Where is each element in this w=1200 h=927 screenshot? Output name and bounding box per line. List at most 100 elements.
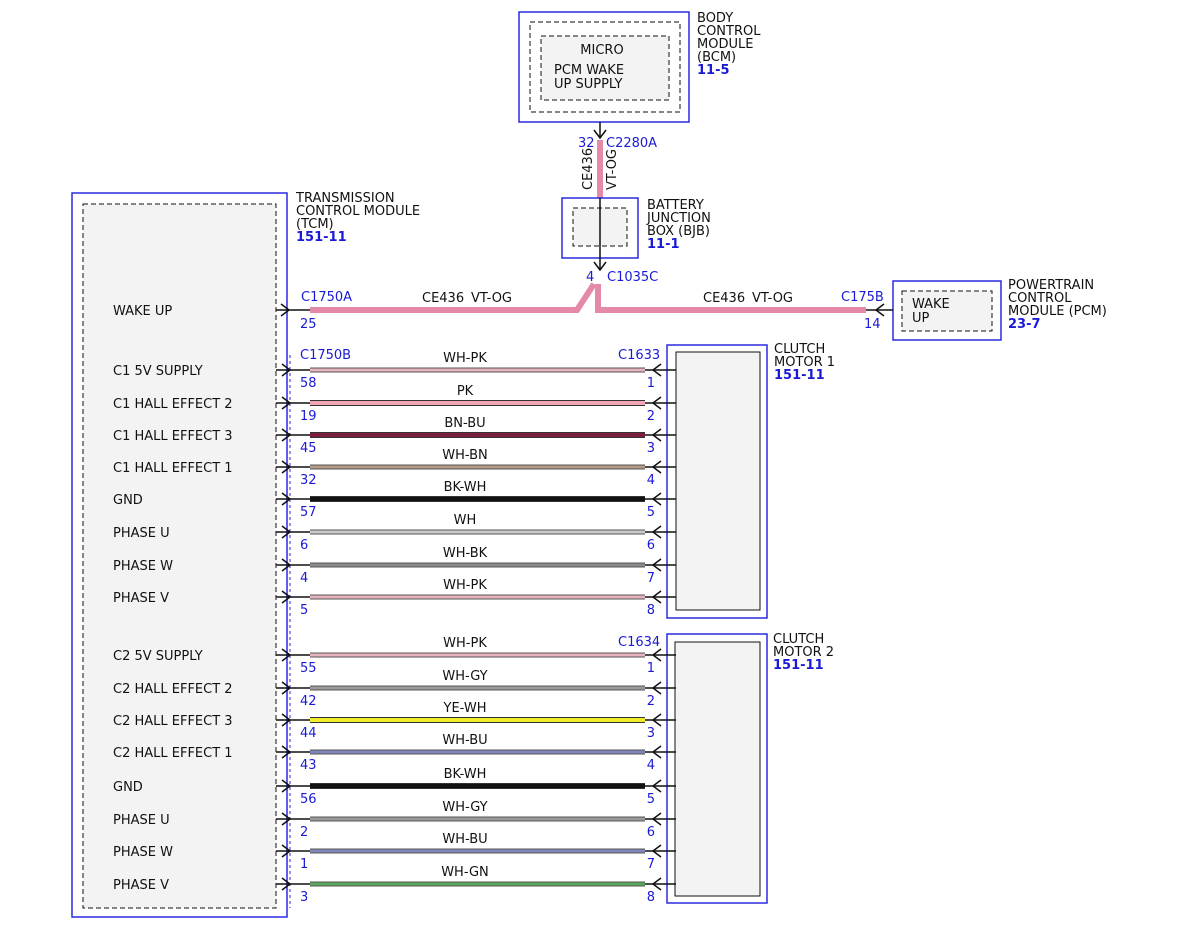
bjb-title-2: JUNCTION: [646, 211, 711, 226]
vertical-wire-circuit: CE436: [581, 148, 596, 190]
bcm-inner-title: MICRO: [580, 43, 623, 58]
motor2-title-1: CLUTCH: [773, 632, 824, 647]
motor2-tcm-arrow-icon-2: [281, 681, 292, 695]
clutch-motor-2-module[interactable]: [666, 633, 768, 904]
motor2-motor-arrow-icon-6: [651, 812, 662, 826]
motor2-motor-pin-5: 5: [647, 792, 655, 807]
motor1-wire-color-5: BK-WH: [444, 480, 487, 495]
motor2-label-6: PHASE U: [113, 813, 170, 828]
bcm-title-1: BODY: [697, 11, 733, 26]
motor2-wire-color-4: WH-BU: [442, 733, 487, 748]
tcm-ref-link[interactable]: 151-11: [296, 230, 347, 245]
motor1-label-5: GND: [113, 493, 143, 508]
motor1-motor-pin-7: 7: [647, 571, 655, 586]
motor1-wire-color-7: WH-BK: [443, 546, 488, 561]
motor2-tcm-arrow-icon-4: [281, 745, 292, 759]
motor1-motor-pin-2: 2: [647, 409, 655, 424]
motor1-wire-color-8: WH-PK: [443, 578, 487, 593]
motor1-wire-color-4: WH-BN: [442, 448, 488, 463]
wire-wake-right[interactable]: [595, 284, 866, 313]
pcm-arrow-icon: [874, 303, 885, 317]
motor2-tcm-pin-4: 43: [300, 758, 317, 773]
motor1-motor-pin-3: 3: [647, 441, 655, 456]
motor2-motor-pin-7: 7: [647, 857, 655, 872]
tcm-title-1: TRANSMISSION: [295, 191, 395, 206]
motor2-label-2: C2 HALL EFFECT 2: [113, 682, 233, 697]
motor1-motor-arrow-icon-6: [651, 525, 662, 539]
motor1-wire-color-3: BN-BU: [444, 416, 485, 431]
motor1-label-1: C1 5V SUPPLY: [113, 364, 203, 379]
wake-left-circuit: CE436: [422, 291, 464, 306]
tcm-wake-connector: C1750A: [301, 290, 352, 305]
motor2-tcm-pin-5: 56: [300, 792, 317, 807]
motor2-motor-pin-1: 1: [647, 661, 655, 676]
motor1-tcm-arrow-icon-8: [281, 590, 292, 604]
motor1-motor-arrow-icon-8: [651, 590, 662, 604]
wake-left-color: VT-OG: [471, 291, 512, 306]
motor1-motor-pin-6: 6: [647, 538, 655, 553]
motor1-motor-arrow-icon-3: [651, 428, 662, 442]
bjb-ref-link[interactable]: 11-1: [647, 237, 680, 252]
motor2-wire-color-2: WH-GY: [442, 669, 487, 684]
motor2-wire-color-8: WH-GN: [441, 865, 489, 880]
motor2-motor-pin-8: 8: [647, 890, 655, 905]
motor1-ref-link[interactable]: 151-11: [774, 368, 825, 383]
motor2-tcm-pin-3: 44: [300, 726, 317, 741]
clutch-motor-1-module[interactable]: [666, 344, 768, 619]
motor2-motor-arrow-icon-3: [651, 713, 662, 727]
motor1-title-1: CLUTCH: [774, 342, 825, 357]
motor2-tcm-pin-1: 55: [300, 661, 317, 676]
motor2-tcm-pin-8: 3: [300, 890, 308, 905]
motor2-wire-color-3: YE-WH: [443, 701, 487, 716]
motor2-tcm-pin-6: 2: [300, 825, 308, 840]
motor2-wire-color-7: WH-BU: [442, 832, 487, 847]
bcm-inner-line-1: PCM WAKE: [554, 63, 624, 78]
motor2-label-5: GND: [113, 780, 143, 795]
tcm-title-2: CONTROL MODULE: [296, 204, 420, 219]
motor1-motor-pin-1: 1: [647, 376, 655, 391]
pcm-title-3: MODULE (PCM): [1008, 304, 1107, 319]
motor1-tcm-arrow-icon-1: [281, 363, 292, 377]
motor1-tcm-pin-8: 5: [300, 603, 308, 618]
pcm-ref-link[interactable]: 23-7: [1008, 317, 1041, 332]
motor1-tcm-arrow-icon-6: [281, 525, 292, 539]
bjb-arrow-icon: [593, 261, 607, 272]
motor1-wire-color-2: PK: [457, 384, 474, 399]
motor1-tcm-arrow-icon-7: [281, 558, 292, 572]
motor2-tcm-arrow-icon-7: [281, 844, 292, 858]
motor2-label-8: PHASE V: [113, 878, 169, 893]
pcm-connector: C175B: [841, 290, 884, 305]
wire-wake-left[interactable]: [310, 282, 597, 313]
tcm-wake-pin: 25: [300, 317, 317, 332]
motor1-tcm-pin-2: 19: [300, 409, 317, 424]
motor2-motor-arrow-icon-8: [651, 877, 662, 891]
motor2-motor-arrow-icon-1: [651, 648, 662, 662]
tcm-wake-arrow-icon: [280, 303, 291, 317]
motor1-motor-arrow-icon-4: [651, 460, 662, 474]
vertical-wire-color: VT-OG: [605, 149, 620, 190]
motor2-motor-pin-3: 3: [647, 726, 655, 741]
motor1-tcm-pin-5: 57: [300, 505, 317, 520]
pcm-inner-line-1: WAKE: [912, 297, 950, 312]
bcm-module[interactable]: MICRO PCM WAKE UP SUPPLY: [518, 11, 690, 123]
motor2-wire-color-6: WH-GY: [442, 800, 487, 815]
pcm-title-2: CONTROL: [1008, 291, 1072, 306]
motor2-motor-arrow-icon-5: [651, 779, 662, 793]
bcm-connector: C2280A: [606, 136, 657, 151]
motor1-motor-arrow-icon-2: [651, 396, 662, 410]
bcm-arrow-icon: [593, 129, 607, 140]
motor1-motor-arrow-icon-1: [651, 363, 662, 377]
motor2-motor-pin-2: 2: [647, 694, 655, 709]
pcm-module[interactable]: WAKE UP: [892, 280, 1002, 341]
motor2-ref-link[interactable]: 151-11: [773, 658, 824, 673]
tcm-module[interactable]: [71, 192, 288, 918]
motor2-label-4: C2 HALL EFFECT 1: [113, 746, 233, 761]
motor1-wire-color-1: WH-PK: [443, 351, 487, 366]
bcm-pin: 32: [578, 136, 595, 151]
motor2-wire-color-1: WH-PK: [443, 636, 487, 651]
bcm-title-4: (BCM): [697, 50, 736, 65]
bcm-ref-link[interactable]: 11-5: [697, 63, 730, 78]
motor1-label-2: C1 HALL EFFECT 2: [113, 397, 233, 412]
bcm-inner-line-2: UP SUPPLY: [554, 77, 622, 92]
